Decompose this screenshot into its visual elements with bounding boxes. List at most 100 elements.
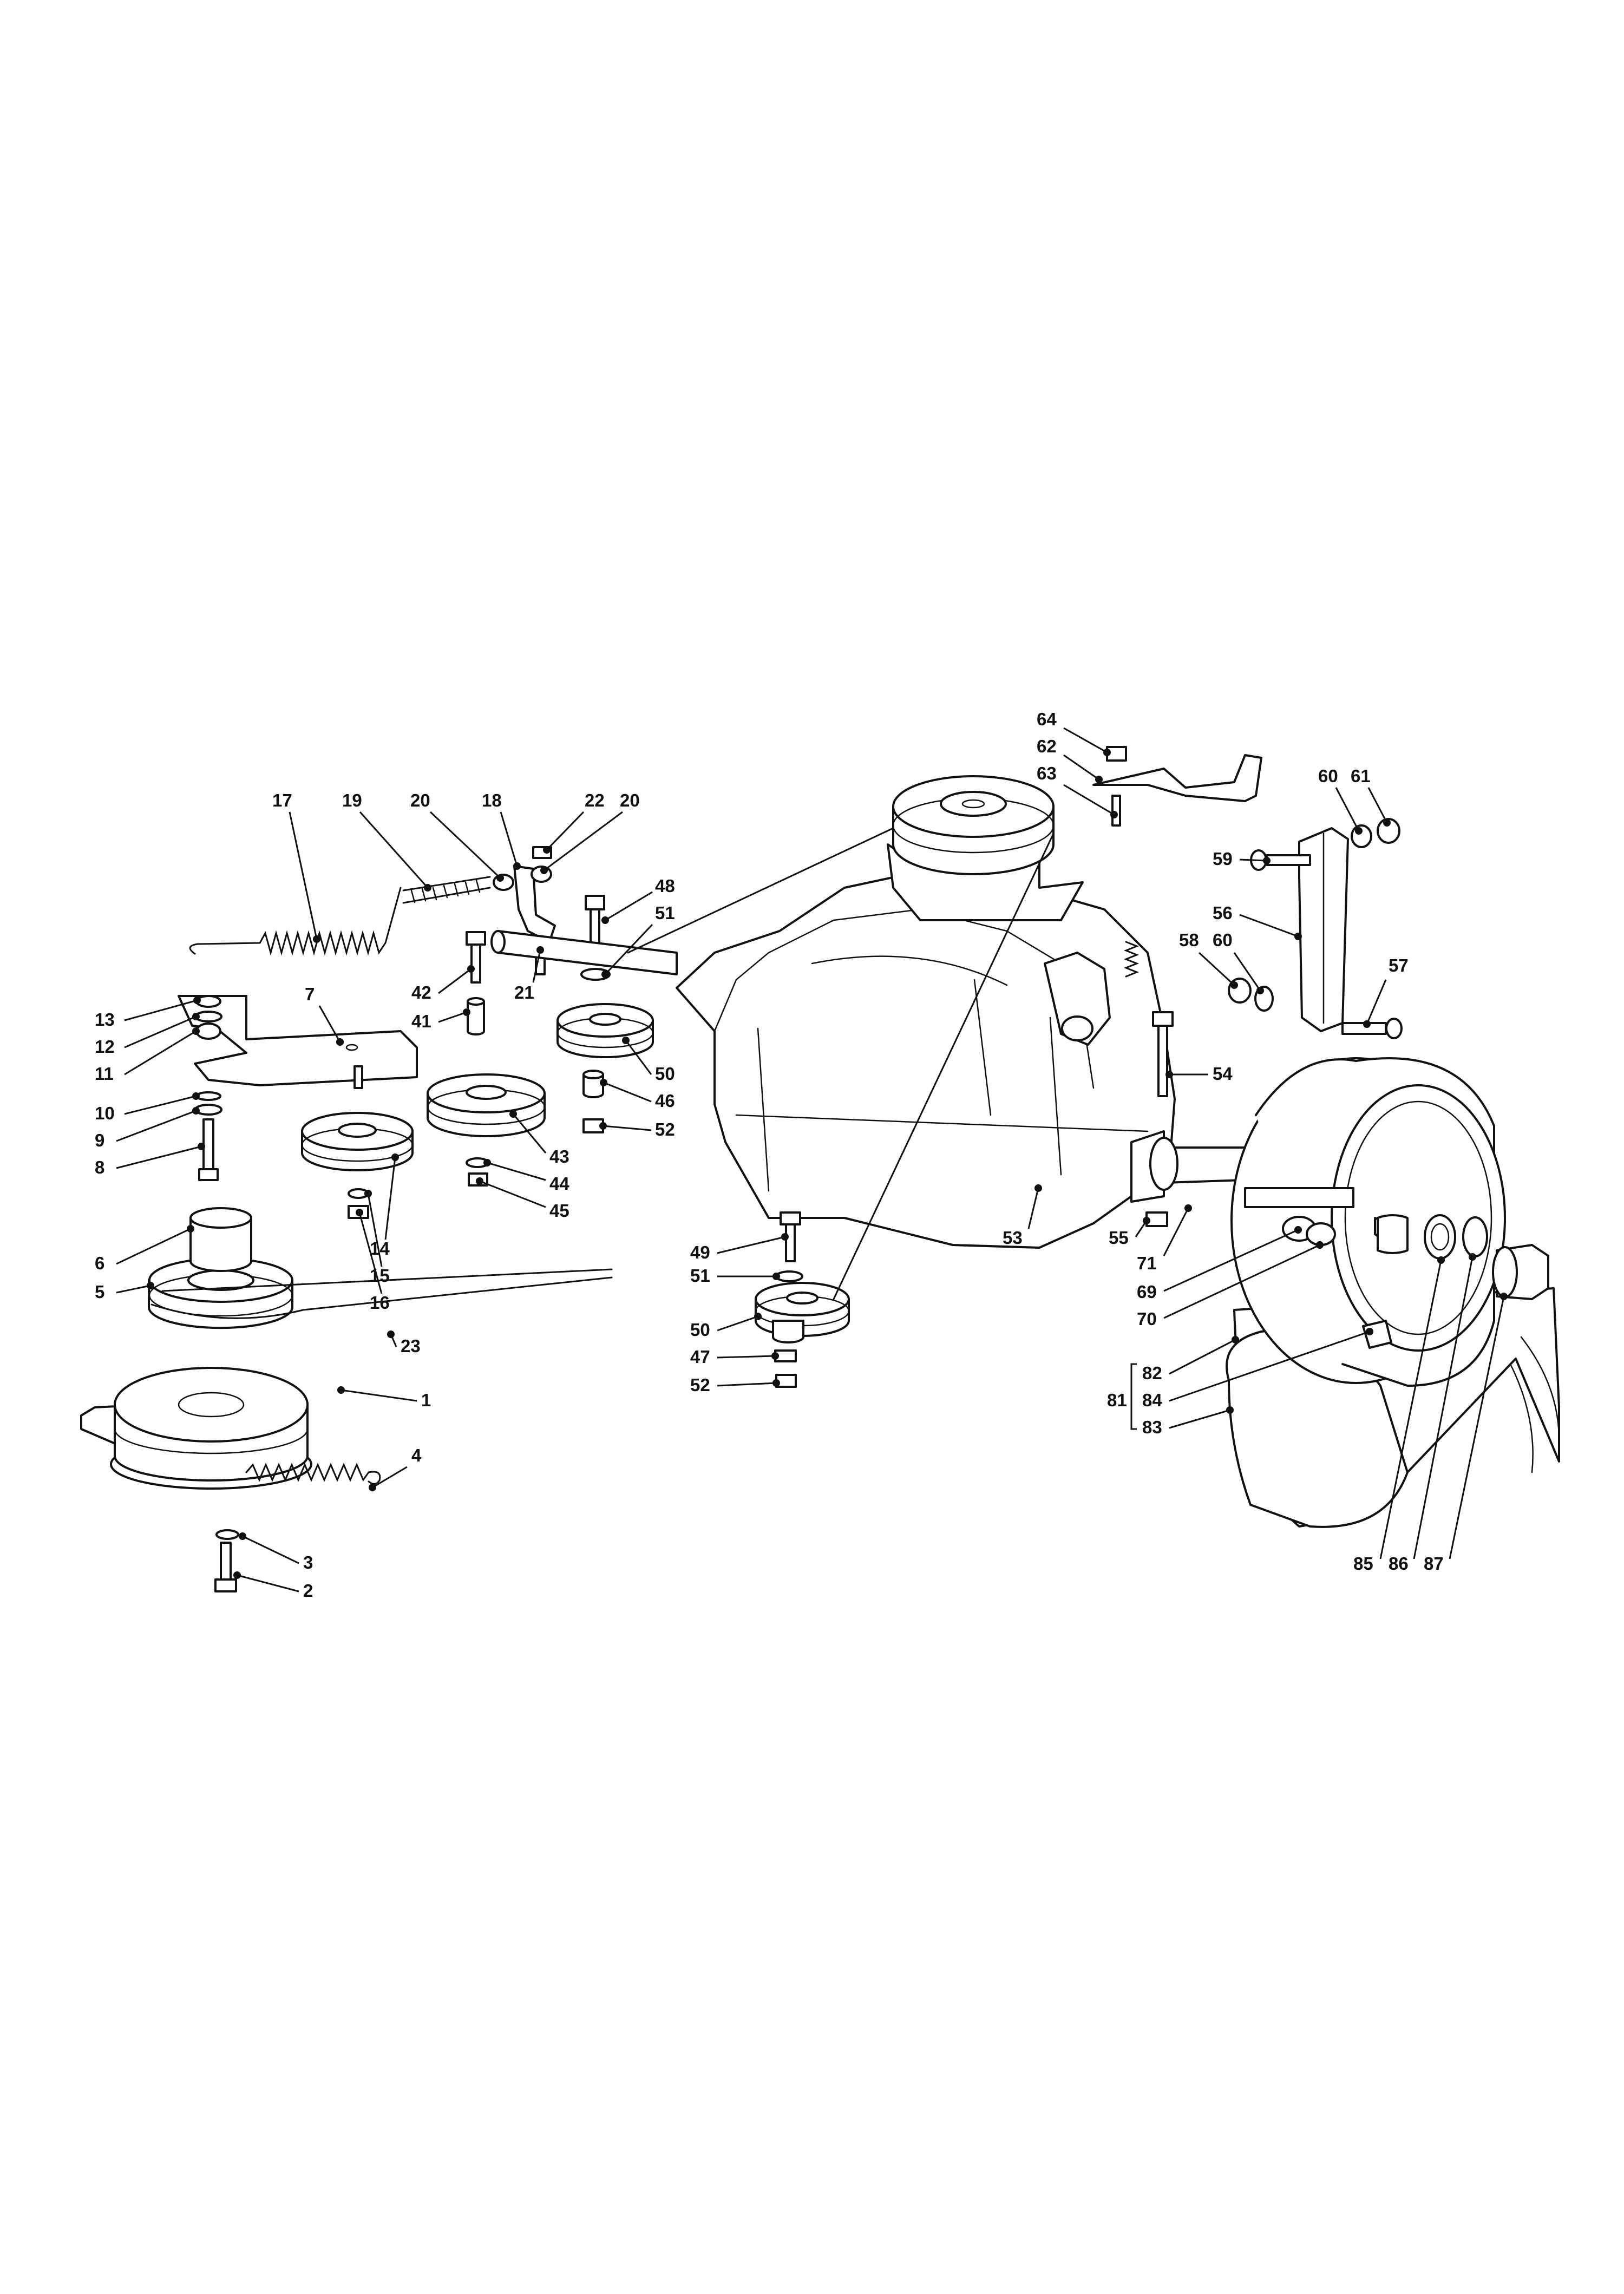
callout-81: 81 [1107,1363,1137,1430]
callout-15: 15 [364,1190,390,1286]
callout-43: 43 [509,1110,569,1166]
callout-60-upper: 60 [1318,766,1363,835]
callout-7: 7 [305,984,344,1046]
callout-label: 52 [690,1375,710,1395]
callout-label: 64 [1037,709,1057,729]
spacer-bolt-41-42 [466,931,486,1035]
callout-45: 45 [476,1177,569,1221]
callout-label: 56 [1213,903,1233,923]
callout-label: 42 [411,982,431,1002]
callout-label: 48 [655,876,675,896]
callout-label: 60 [1318,766,1338,786]
callout-9: 9 [95,1107,200,1150]
callout-label: 5 [95,1282,104,1302]
callout-label: 18 [482,790,502,810]
callout-label: 44 [549,1174,569,1194]
callout-label: 87 [1424,1554,1444,1574]
callout-20-right: 20 [540,790,640,874]
callout-51-lower: 51 [690,1266,780,1286]
callout-46: 46 [600,1079,675,1111]
callout-label: 47 [690,1347,710,1367]
callout-label: 16 [370,1293,390,1313]
callout-11: 11 [95,1027,200,1084]
callout-16: 16 [356,1209,390,1313]
callout-63: 63 [1037,763,1118,818]
callout-59: 59 [1213,849,1271,869]
clutch-bolt [214,1529,239,1592]
callout-83: 83 [1142,1406,1234,1437]
rear-wheel [1226,1057,1560,1528]
callout-label: 46 [655,1091,675,1111]
callout-label: 21 [514,982,534,1002]
callout-41: 41 [411,1008,470,1031]
callout-47: 47 [690,1347,779,1367]
callout-22: 22 [543,790,605,854]
clutch-pulley [148,1207,293,1329]
callout-label: 17 [272,790,292,810]
callout-70: 70 [1137,1241,1324,1329]
idler-pulley-43 [427,1073,546,1187]
callout-60-lower: 60 [1213,930,1264,994]
callout-label: 20 [410,790,430,810]
callout-label: 52 [655,1119,675,1139]
callouts: 1 2 3 4 5 6 7 [95,709,1508,1601]
callout-label: 11 [95,1064,114,1084]
callout-20-left: 20 [410,790,504,882]
callout-55: 55 [1109,1217,1150,1248]
callout-label: 7 [305,984,315,1004]
callout-label: 45 [549,1201,569,1221]
callout-12: 12 [95,1013,200,1057]
callout-42: 42 [411,965,475,1002]
callout-label: 41 [411,1011,431,1031]
callout-8: 8 [95,1143,205,1177]
callout-label: 3 [303,1552,313,1572]
callout-label: 53 [1003,1228,1023,1248]
callout-58: 58 [1179,930,1238,989]
callout-label: 51 [655,903,675,923]
callout-57: 57 [1363,955,1409,1028]
callout-label: 82 [1142,1363,1162,1383]
callout-49: 49 [690,1233,789,1262]
idler-pulley-50-lower [755,1211,850,1388]
callout-6: 6 [95,1225,194,1273]
callout-label: 43 [549,1146,569,1166]
callout-label: 12 [95,1037,115,1057]
callout-label: 15 [370,1266,390,1286]
callout-52-lower: 52 [690,1375,780,1395]
callout-56: 56 [1213,903,1302,940]
callout-label: 57 [1389,955,1409,975]
callout-17: 17 [272,790,320,943]
callout-label: 51 [690,1266,710,1286]
callout-19: 19 [342,790,431,892]
callout-87: 87 [1424,1293,1508,1574]
callout-82: 82 [1142,1336,1239,1383]
bolt-54 [1152,1011,1174,1097]
callout-label: 83 [1142,1417,1162,1437]
callout-53: 53 [1003,1184,1042,1248]
callout-44: 44 [483,1159,569,1194]
callout-label: 63 [1037,763,1057,783]
callout-label: 6 [95,1253,104,1273]
transaxle [490,775,1246,1249]
lever-plate-62 [1092,746,1262,827]
callout-label: 2 [303,1581,313,1601]
clutch-spring [245,1463,381,1485]
callout-label: 85 [1353,1554,1373,1574]
callout-label: 55 [1109,1228,1129,1248]
callout-10: 10 [95,1092,200,1123]
parts-drawing [80,746,1560,1592]
callout-50-upper: 50 [622,1037,675,1084]
callout-label: 50 [690,1320,710,1340]
callout-label: 49 [690,1242,710,1262]
callout-61: 61 [1351,766,1391,827]
callout-label: 61 [1351,766,1371,786]
callout-label: 54 [1213,1064,1233,1084]
callout-21: 21 [514,946,544,1002]
callout-48: 48 [601,876,675,924]
idler-pulley-50-upper [556,1003,654,1133]
callout-52-upper: 52 [599,1119,675,1139]
electric-clutch [80,1367,312,1490]
tension-spring-17 [189,876,491,956]
callout-label: 58 [1179,930,1199,950]
